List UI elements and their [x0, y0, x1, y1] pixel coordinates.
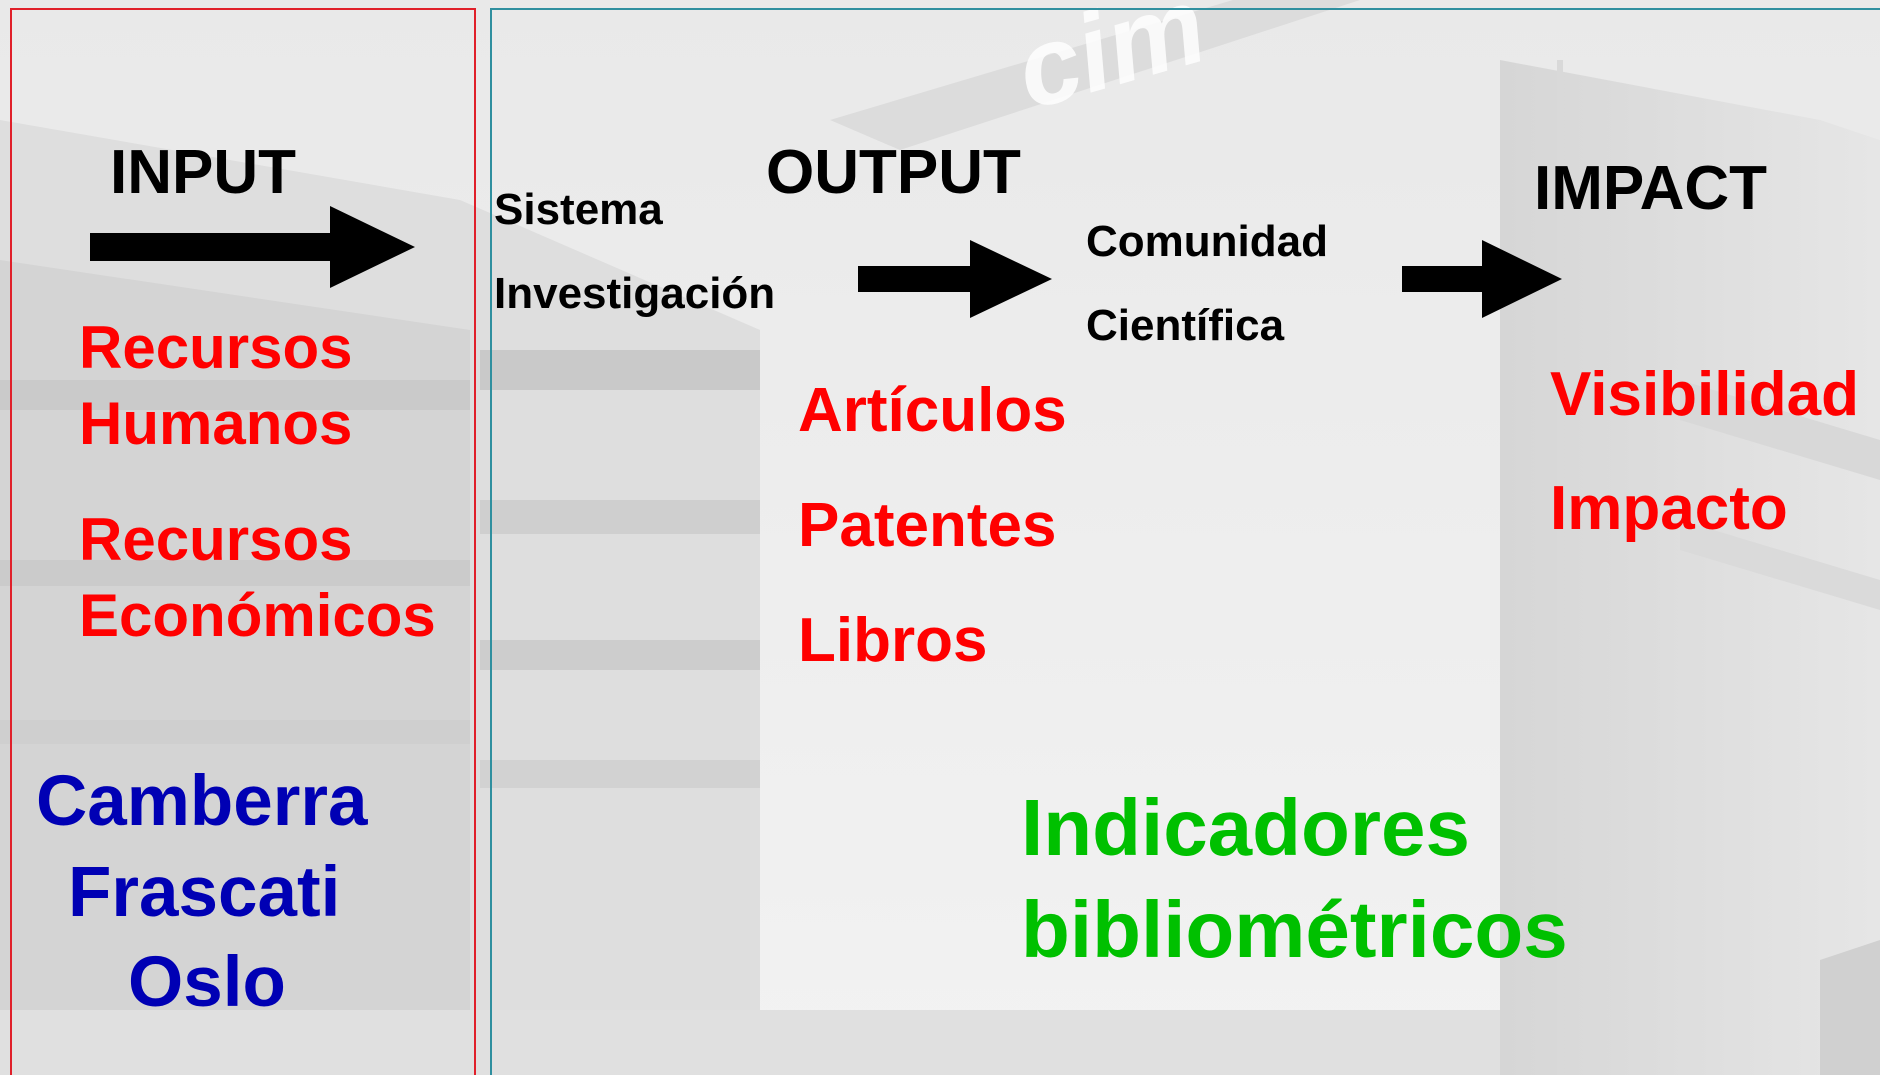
community-to-impact-arrow-icon — [1402, 240, 1562, 318]
output-item-patentes: Patentes — [798, 491, 1057, 560]
impact-item-impacto: Impacto — [1550, 474, 1788, 543]
economic-resources-label-line2: Económicos — [79, 582, 436, 649]
output-item-articulos: Artículos — [798, 376, 1067, 445]
manual-frascati: Frascati — [68, 853, 341, 932]
research-system-label-line2: Investigación — [494, 269, 776, 318]
impact-item-visibilidad: Visibilidad — [1550, 360, 1859, 429]
scientific-community-label-line1: Comunidad — [1086, 217, 1328, 266]
impact-heading: IMPACT — [1534, 154, 1768, 223]
bibliometric-indicators-line1: Indicadores — [1021, 783, 1471, 872]
scientific-community-label-line2: Científica — [1086, 301, 1285, 350]
output-item-libros: Libros — [798, 606, 988, 675]
input-arrow-icon — [90, 206, 415, 288]
manual-camberra: Camberra — [36, 762, 368, 841]
bibliometric-indicators-line2: bibliométricos — [1021, 885, 1568, 974]
main-panel — [490, 8, 1880, 1075]
human-resources-label-line2: Humanos — [79, 390, 353, 457]
input-panel — [10, 8, 476, 1075]
system-to-community-arrow-icon — [858, 240, 1052, 318]
human-resources-label-line1: Recursos — [79, 314, 353, 381]
research-system-label-line1: Sistema — [494, 185, 663, 234]
economic-resources-label-line1: Recursos — [79, 506, 353, 573]
manual-oslo: Oslo — [128, 943, 286, 1022]
output-heading: OUTPUT — [766, 138, 1021, 207]
input-heading: INPUT — [110, 138, 296, 207]
